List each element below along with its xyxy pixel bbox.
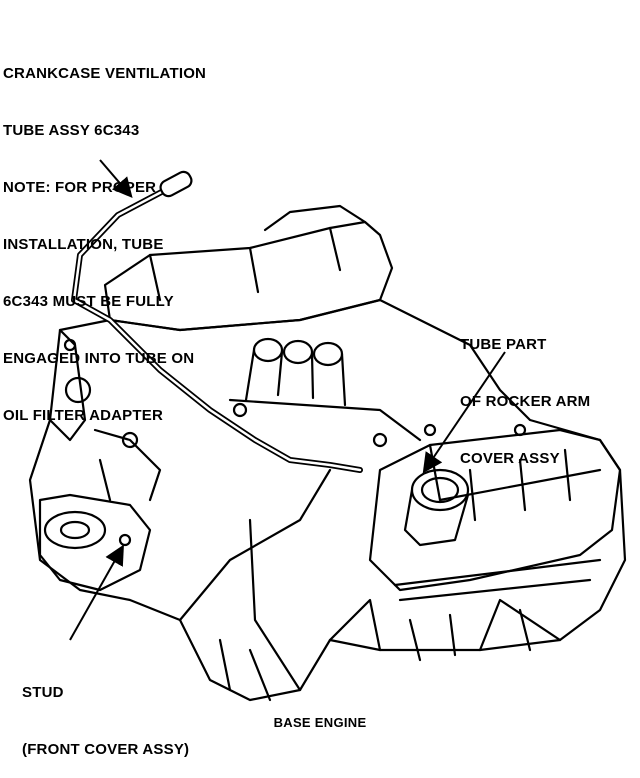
callout-line: ENGAGED INTO TUBE ON xyxy=(3,350,195,367)
callout-line: TUBE PART xyxy=(460,336,547,353)
callout-line: COVER ASSY xyxy=(460,450,560,467)
callout-line: (FRONT COVER ASSY) xyxy=(22,741,190,758)
front-cover xyxy=(38,493,152,592)
callout-line: INSTALLATION, TUBE xyxy=(3,236,164,253)
stud-callout: STUD (FRONT COVER ASSY) xyxy=(22,645,189,778)
intake-runner xyxy=(282,339,314,365)
figure-caption: BASE ENGINE xyxy=(273,715,367,730)
callout-line: 6C343 MUST BE FULLY xyxy=(3,293,174,310)
callout-line: OF ROCKER ARM xyxy=(460,393,591,410)
intake-runner xyxy=(252,337,284,363)
engine-illustration xyxy=(28,159,627,702)
callout-line: CRANKCASE VENTILATION xyxy=(3,65,207,82)
leader-stud xyxy=(69,544,124,641)
callout-line: TUBE ASSY 6C343 xyxy=(3,122,140,139)
ventilation-tube-callout: CRANKCASE VENTILATION TUBE ASSY 6C343 NO… xyxy=(3,26,206,444)
intake-runner xyxy=(312,341,344,367)
leader-rocker-tube xyxy=(422,351,506,474)
stud-icon xyxy=(118,533,132,547)
leader-ventilation xyxy=(99,159,133,199)
rocker-tube-callout: TUBE PART OF ROCKER ARM COVER ASSY xyxy=(460,297,590,487)
callout-line: NOTE: FOR PROPER xyxy=(3,179,157,196)
callout-line: STUD xyxy=(22,684,64,701)
callout-line: OIL FILTER ADAPTER xyxy=(3,407,163,424)
